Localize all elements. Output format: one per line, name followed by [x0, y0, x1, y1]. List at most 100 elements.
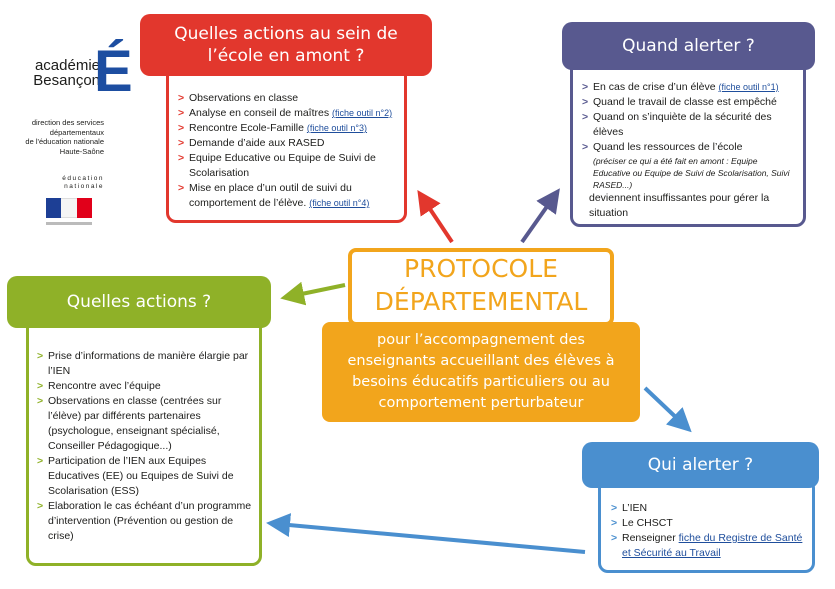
- logo-ministry-text: éducation nationale: [20, 175, 104, 191]
- actions-card: > Prise d’informations de manière élargie…: [26, 318, 262, 566]
- qui-card: > L’IEN > Le CHSCT > Renseigner fiche du Re…: [598, 478, 815, 573]
- logo-ministry-line: éducation: [62, 175, 104, 182]
- amont-card: > Observations en classe > Analyse en cons…: [166, 50, 407, 223]
- qui-header: Qui alerter ?: [582, 442, 819, 488]
- fiche-outil-1-link[interactable]: (fiche outil n°1): [718, 82, 779, 92]
- arrow-to-actions: [280, 281, 346, 306]
- item-text: Quand les ressources de l’école: [593, 141, 743, 153]
- marker: >: [582, 96, 589, 108]
- quand-title: Quand alerter ?: [622, 36, 755, 56]
- list-item: > Quand le travail de classe est empêché: [582, 95, 797, 110]
- item-text: Le CHSCT: [622, 517, 673, 529]
- arrow-to-quand: [520, 188, 560, 244]
- logo-dept-line: départementaux: [49, 127, 104, 137]
- fiche-outil-3-link[interactable]: (fiche outil n°3): [306, 123, 368, 133]
- quand-list: > En cas de crise d’un élève (fiche outil…: [582, 80, 797, 221]
- marker: >: [178, 92, 185, 104]
- item-note: (préciser ce qui a été fait en amont : E…: [593, 156, 790, 190]
- protocole-title: PROTOCOLE DÉPARTEMENTAL: [348, 252, 614, 318]
- marker: >: [178, 137, 185, 149]
- marker: >: [37, 455, 44, 467]
- item-text: Quand le travail de classe est empêché: [593, 96, 777, 108]
- qui-list: > L’IEN > Le CHSCT > Renseigner fiche du Re…: [611, 501, 806, 561]
- item-text: Renseigner: [622, 532, 679, 544]
- marker: >: [582, 141, 589, 153]
- item-text: Rencontre Ecole-Famille: [189, 122, 307, 134]
- list-item: > Rencontre avec l’équipe: [37, 379, 253, 394]
- list-item: > Le CHSCT: [611, 516, 806, 531]
- item-text: Demande d’aide aux RASED: [189, 137, 325, 149]
- actions-header: Quelles actions ?: [7, 276, 271, 328]
- arrow-qui-to-actions: [266, 513, 586, 554]
- quand-header: Quand alerter ?: [562, 22, 815, 70]
- item-text: Equipe Educative ou Equipe de Suivi de S…: [189, 152, 376, 179]
- list-item: > Observations en classe: [178, 91, 396, 106]
- item-text: Observations en classe (centrées sur l’é…: [48, 395, 222, 452]
- item-tail: deviennent insuffissantes pour gérer la …: [589, 192, 770, 219]
- list-item: > Elaboration le cas échéant d’un program…: [37, 499, 253, 544]
- fiche-outil-4-link[interactable]: (fiche outil n°4): [309, 198, 370, 208]
- list-item: > L’IEN: [611, 501, 806, 516]
- item-text: Analyse en conseil de maîtres: [189, 107, 332, 119]
- marker: >: [37, 350, 44, 362]
- item-text: Prise d’informations de manière élargie …: [48, 350, 249, 377]
- item-text: Quand on s’inquiète de la sécurité des é…: [593, 111, 772, 138]
- list-item: > Equipe Educative ou Equipe de Suivi de …: [178, 151, 396, 181]
- academy-logo: académie Besançon É direction des servic…: [20, 40, 140, 235]
- list-item: > Renseigner fiche du Registre de Santé e…: [611, 531, 806, 561]
- logo-ministry-line: nationale: [64, 183, 104, 190]
- quand-card: > En cas de crise d’un élève (fiche outil…: [570, 55, 806, 227]
- list-item: > Demande d’aide aux RASED: [178, 136, 396, 151]
- item-text: L’IEN: [622, 502, 648, 514]
- fiche-outil-2-link[interactable]: (fiche outil n°2): [332, 108, 393, 118]
- list-item: > Observations en classe (centrées sur l’…: [37, 394, 253, 454]
- actions-title: Quelles actions ?: [66, 292, 212, 312]
- list-item: > Analyse en conseil de maîtres (fiche ou…: [178, 106, 396, 121]
- actions-list: > Prise d’informations de manière élargie…: [37, 349, 253, 544]
- logo-dept-text: direction des services départementaux de…: [20, 118, 104, 156]
- marker: >: [611, 517, 618, 529]
- logo-word2: Besançon: [33, 72, 100, 89]
- marker: >: [37, 500, 44, 512]
- list-item: > Participation de l’IEN aux Equipes Educ…: [37, 454, 253, 499]
- item-text: Observations en classe: [189, 92, 299, 104]
- protocole-title-line1: PROTOCOLE: [404, 254, 558, 283]
- amont-list: > Observations en classe > Analyse en cons…: [178, 91, 396, 211]
- republic-caption-mark: [46, 222, 92, 225]
- item-text: En cas de crise d’un élève: [593, 81, 719, 93]
- marianne-emblem: [46, 198, 92, 218]
- marker: >: [582, 111, 589, 123]
- list-item: >Rencontre Ecole-Famille (fiche outil n°…: [178, 121, 396, 136]
- item-text: Mise en place d’un outil de suivi du com…: [189, 182, 352, 209]
- marker: >: [611, 532, 618, 544]
- list-item: > Mise en place d’un outil de suivi du co…: [178, 181, 396, 211]
- arrow-to-amont: [417, 190, 454, 244]
- logo-letter: É: [94, 39, 133, 104]
- item-text: Elaboration le cas échéant d’un programm…: [48, 500, 252, 542]
- protocole-title-line2: DÉPARTEMENTAL: [374, 287, 588, 316]
- amont-header: Quelles actions au sein de l’école en am…: [140, 14, 432, 76]
- marker: >: [178, 152, 185, 164]
- registre-link[interactable]: fiche du Registre de Santé et Sécurité a…: [622, 532, 803, 559]
- marker: >: [178, 182, 185, 194]
- marker: >: [178, 107, 185, 119]
- logo-word1: académie: [34, 57, 100, 74]
- item-text: Rencontre avec l’équipe: [48, 380, 161, 392]
- logo-dept-line: direction des services: [31, 118, 104, 127]
- list-item: > Prise d’informations de manière élargie…: [37, 349, 253, 379]
- qui-title: Qui alerter ?: [647, 455, 754, 475]
- list-item: > Quand les ressources de l’école (précis…: [582, 140, 797, 221]
- list-item: > Quand on s’inquiète de la sécurité des …: [582, 110, 797, 140]
- protocole-box: [348, 248, 614, 326]
- marker: >: [37, 380, 44, 392]
- arrow-to-qui: [643, 386, 692, 433]
- marker: >: [611, 502, 618, 514]
- item-text: Participation de l’IEN aux Equipes Educa…: [48, 455, 234, 497]
- logo-dept-line: de l'éducation nationale: [25, 137, 104, 146]
- list-item: >En cas de crise d’un élève (fiche outil…: [582, 80, 797, 95]
- amont-title: Quelles actions au sein de l’école en am…: [174, 24, 398, 66]
- logo-wordmark: académie Besançon: [30, 58, 100, 88]
- logo-dept-line: Haute-Saône: [59, 146, 104, 156]
- marker: >: [37, 395, 44, 407]
